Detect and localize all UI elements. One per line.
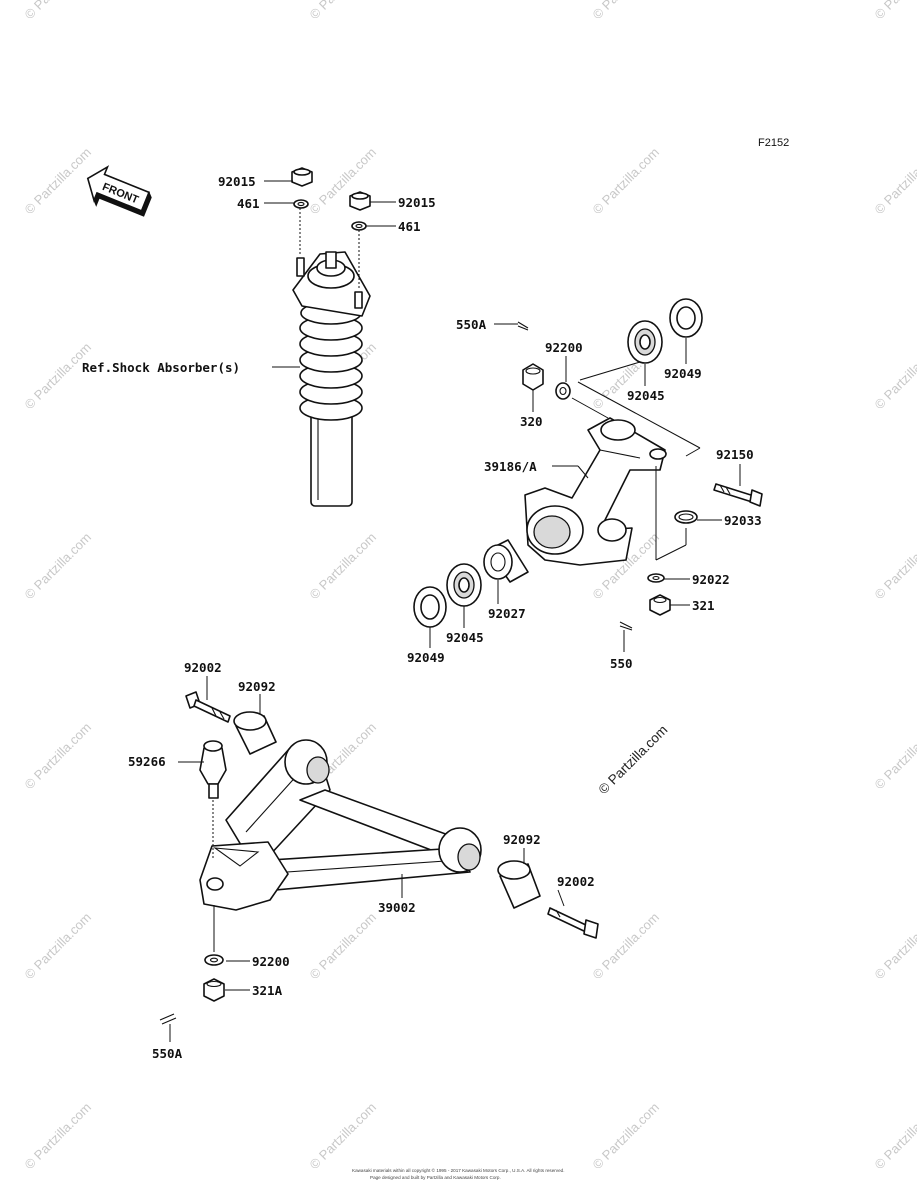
part-label: 461 <box>398 219 421 234</box>
watermark: © Partzilla.com <box>22 530 95 603</box>
watermark: © Partzilla.com <box>22 1100 95 1173</box>
part-label: 92033 <box>724 513 762 528</box>
part-label: 550 <box>610 656 633 671</box>
watermark: © Partzilla.com <box>872 145 917 218</box>
copyright-line: Page designed and built by Partzilla and… <box>370 1175 501 1180</box>
watermark: © Partzilla.com <box>22 720 95 793</box>
part-label: 92045 <box>446 630 484 645</box>
watermark: © Partzilla.com <box>872 340 917 413</box>
watermark: © Partzilla.com <box>590 0 663 22</box>
part-label: 92045 <box>627 388 665 403</box>
watermark: © Partzilla.com <box>872 720 917 793</box>
part-label: 92015 <box>398 195 436 210</box>
part-label: 59266 <box>128 754 166 769</box>
part-label: 39186/A <box>484 459 537 474</box>
watermark: © Partzilla.com <box>22 910 95 983</box>
part-label: 92200 <box>545 340 583 355</box>
watermark: © Partzilla.com <box>872 1100 917 1173</box>
front-arrow-icon: FRONT <box>86 165 152 217</box>
part-label: 92200 <box>252 954 290 969</box>
knuckle-assembly <box>413 298 763 631</box>
watermark: © Partzilla.com <box>22 0 95 22</box>
leader-lines <box>169 180 741 1042</box>
watermark: © Partzilla.com <box>872 530 917 603</box>
watermark-dark: © Partzilla.com <box>596 722 671 797</box>
watermark: © Partzilla.com <box>307 530 380 603</box>
part-label: 92027 <box>488 606 526 621</box>
watermark: © Partzilla.com <box>307 0 380 22</box>
watermark: © Partzilla.com <box>307 910 380 983</box>
copyright-line: Kawasaki materials within all copyright … <box>352 1167 565 1173</box>
part-labels: 92015 461 92015 461 Ref.Shock Absorber(s… <box>82 174 762 1061</box>
watermark: © Partzilla.com <box>22 145 95 218</box>
ref-shock-label: Ref.Shock Absorber(s) <box>82 360 240 375</box>
part-label: 92150 <box>716 447 754 462</box>
part-label: 92022 <box>692 572 730 587</box>
part-label: 92002 <box>557 874 595 889</box>
part-label: 321 <box>692 598 715 613</box>
part-label: 320 <box>520 414 543 429</box>
watermark: © Partzilla.com <box>590 1100 663 1173</box>
watermark: © Partzilla.com <box>590 145 663 218</box>
part-label: 92002 <box>184 660 222 675</box>
watermark: © Partzilla.com <box>590 910 663 983</box>
part-label: 92092 <box>238 679 276 694</box>
watermark: © Partzilla.com <box>872 0 917 22</box>
watermark: © Partzilla.com <box>22 340 95 413</box>
part-label: 321A <box>252 983 283 998</box>
part-label: 550A <box>152 1046 183 1061</box>
watermark: © Partzilla.com <box>872 910 917 983</box>
figure-id: F2152 <box>758 137 789 149</box>
part-label: 461 <box>237 196 260 211</box>
a-arm-assembly <box>159 691 599 1025</box>
watermark: © Partzilla.com <box>307 1100 380 1173</box>
part-label: 39002 <box>378 900 416 915</box>
part-label: 92049 <box>407 650 445 665</box>
part-label: 550A <box>456 317 487 332</box>
part-label: 92015 <box>218 174 256 189</box>
shock-absorber <box>292 251 371 507</box>
part-label: 92092 <box>503 832 541 847</box>
part-label: 92049 <box>664 366 702 381</box>
